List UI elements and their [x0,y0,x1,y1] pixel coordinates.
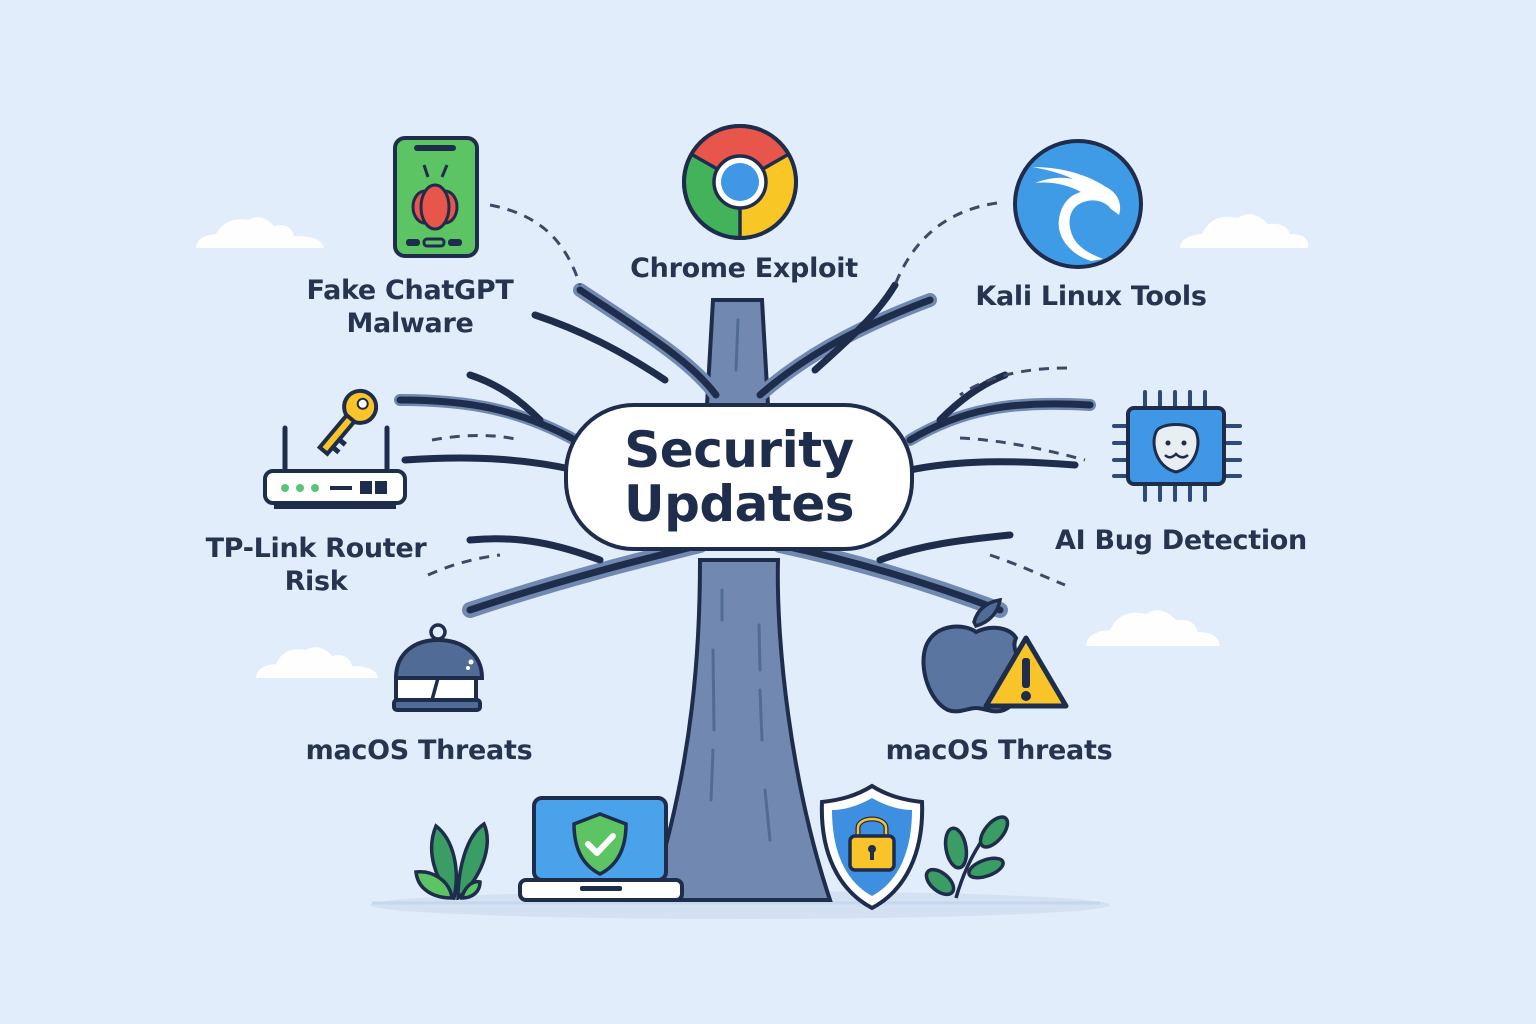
topic-label-ai-bug-detection: AI Bug Detection [1046,524,1316,557]
label-line: Risk [284,566,348,597]
topic-label-kali-linux: Kali Linux Tools [966,280,1216,313]
router-key-icon [263,388,407,509]
topic-label-macos-threats-right: macOS Threats [876,734,1122,767]
cloud-icon [196,214,1309,678]
label-line: TP-Link Router [205,533,427,564]
topic-label-fake-chatgpt: Fake ChatGPT Malware [290,274,530,340]
label-line: macOS Threats [305,735,533,766]
central-topic: Security Updates [564,403,914,551]
label-line: macOS Threats [885,735,1113,766]
bug-phone-icon [393,136,479,258]
title-line-2: Updates [624,475,855,533]
topic-label-tp-link: TP-Link Router Risk [196,532,436,598]
plant-icon [924,815,1010,899]
label-line: Kali Linux Tools [975,281,1207,312]
apple-warning-icon [921,597,1069,714]
plant-icon [414,821,489,900]
ai-chip-icon [1112,390,1242,502]
shield-lock-icon [819,783,925,911]
chrome-icon [682,124,798,240]
label-line: Malware [346,308,474,339]
label-line: Fake ChatGPT [306,275,514,306]
laptop-shield-check-icon [518,796,684,902]
mac-hat-icon [392,623,485,712]
label-line: Chrome Exploit [630,253,858,284]
label-line: AI Bug Detection [1055,525,1307,556]
title-line-1: Security [624,421,854,479]
topic-label-macos-threats-left: macOS Threats [296,734,542,767]
kali-dragon-icon [1013,139,1143,269]
topic-label-chrome-exploit: Chrome Exploit [614,252,874,285]
